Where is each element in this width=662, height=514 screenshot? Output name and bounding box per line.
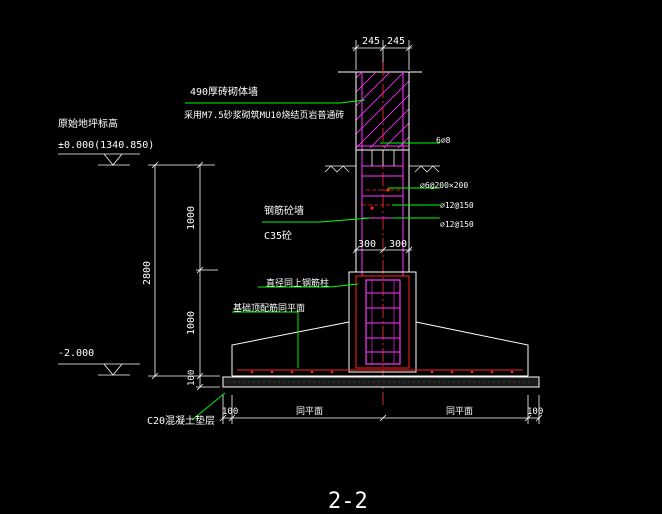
column-label: 直径同上钢筋柱 [266, 277, 329, 289]
dim-bottom-right-span: 同平面 [446, 406, 473, 417]
dim-mid-right: 300 [389, 239, 407, 250]
ground-elevation: ±0.000(1340.850) [58, 140, 154, 151]
bottom-elevation: -2.000 [58, 348, 94, 359]
wall-mid-title: 钢筋砼墙 [264, 204, 304, 217]
cushion-label: C20混凝土垫层 [147, 414, 215, 427]
rebar-h1: ⌀12@150 [440, 201, 474, 210]
rc-wall [355, 149, 410, 276]
mid-dimension [352, 246, 413, 254]
footing [231, 321, 529, 377]
rebar-h2: ⌀12@150 [440, 220, 474, 229]
cushion-layer [222, 376, 540, 388]
leader-lines [185, 99, 440, 421]
top-dimension [352, 40, 413, 70]
dim-v-upper: 1000 [186, 206, 197, 230]
dim-top-left: 245 [362, 36, 380, 47]
column [348, 271, 417, 373]
dim-v-total: 2800 [142, 261, 153, 285]
section-title: 2-2 [328, 489, 368, 514]
ground-label: 原始地坪标高 [58, 117, 118, 130]
wall-title: 490厚砖砌体墙 [190, 85, 258, 98]
wall-spec: 采用M7.5砂浆砌筑MU10烧结页岩普通砖 [184, 109, 344, 121]
ground-hatch [324, 165, 440, 173]
dim-v-bottom: 100 [187, 370, 197, 386]
rebar-stirrup: ⌀6@200×200 [420, 181, 468, 190]
dim-v-lower: 1000 [186, 311, 197, 335]
footing-rebar-dots [250, 370, 514, 374]
dim-bottom-left-span: 同平面 [296, 406, 323, 417]
wall-mid-spec: C35砼 [264, 229, 292, 242]
dim-bottom-left-offset: 100 [222, 407, 238, 417]
dim-mid-left: 300 [358, 239, 376, 250]
rebar-top: 6⌀8 [436, 136, 451, 145]
bottom-dimension [219, 395, 543, 424]
dim-bottom-right-offset: 100 [527, 407, 543, 417]
footing-label: 基础顶配筋同平面 [233, 302, 305, 314]
dim-top-right: 245 [387, 36, 405, 47]
elevation-marker-top [58, 153, 140, 166]
elevation-marker-bottom [58, 363, 140, 376]
vertical-dimension [148, 161, 220, 391]
brick-wall [338, 71, 422, 150]
